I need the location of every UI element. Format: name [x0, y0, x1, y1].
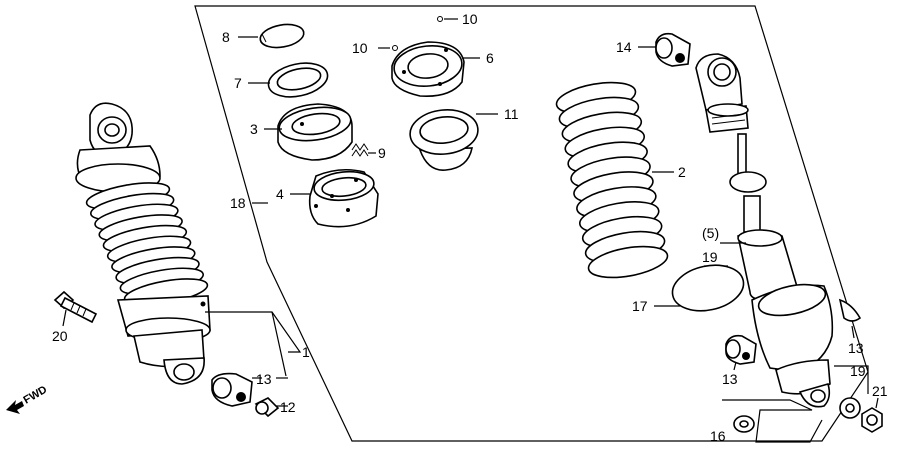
clip-icon — [838, 298, 862, 322]
part-label-3: 3 — [250, 121, 258, 137]
part-label-8: 8 — [222, 29, 230, 45]
bushing-icon — [211, 372, 253, 407]
part-label-12: 12 — [280, 399, 296, 415]
damper-unit-icon — [695, 53, 834, 408]
detent-spring-icon — [351, 143, 369, 157]
part-label-1: 1 — [302, 344, 310, 360]
o-ring-icon — [671, 264, 745, 312]
ball-icon — [437, 16, 443, 22]
assembly-boundary — [194, 5, 869, 442]
circlip-icon — [259, 23, 305, 49]
part-label-6: 6 — [486, 50, 494, 66]
nut-icon — [861, 407, 883, 433]
part-label-19: 19 — [850, 363, 866, 379]
adjuster-plate-icon — [391, 41, 465, 98]
part-label-13-a: 13 — [256, 371, 272, 387]
part-label-18: 16 — [710, 428, 726, 444]
main-spring-icon — [555, 81, 669, 279]
part-label-15: 17 — [632, 298, 648, 314]
bushing-icon-2 — [655, 32, 691, 67]
part-label-4: 4 — [276, 186, 284, 202]
right-spring-coil — [587, 245, 669, 279]
fwd-arrow-icon — [6, 400, 24, 414]
part-label-9: 9 — [378, 145, 386, 161]
part-label-13-b: 14 — [616, 39, 632, 55]
ball-icon-2 — [392, 45, 398, 51]
spring-adjuster-icon — [308, 168, 379, 228]
part-label-14: 13 — [848, 340, 864, 356]
part-label-2: 2 — [678, 164, 686, 180]
part-label-10-b: 10 — [352, 40, 368, 56]
washer-icon-3 — [839, 397, 861, 419]
collar-icon — [254, 397, 280, 418]
part-label-13-c: 13 — [722, 371, 738, 387]
part-label-5: (5) — [702, 225, 719, 241]
spring-stopper-icon — [277, 103, 353, 161]
part-label-7: 7 — [234, 75, 242, 91]
part-label-17: 19 — [702, 249, 718, 265]
fwd-label: FWD — [22, 384, 50, 407]
cover-outline — [722, 399, 823, 443]
spring-seat-icon — [409, 109, 479, 171]
part-label-16: 18 — [230, 195, 246, 211]
part-label-21: 21 — [872, 383, 888, 399]
part-label-10-a: 10 — [462, 11, 478, 27]
part-label-20: 20 — [52, 328, 68, 344]
bushing-icon-3 — [725, 334, 757, 365]
bolt-icon — [53, 290, 98, 324]
shock-absorber-assembly — [75, 102, 211, 385]
washer-icon-2 — [733, 415, 755, 433]
part-label-11: 11 — [504, 106, 519, 122]
washer-icon — [267, 62, 329, 98]
